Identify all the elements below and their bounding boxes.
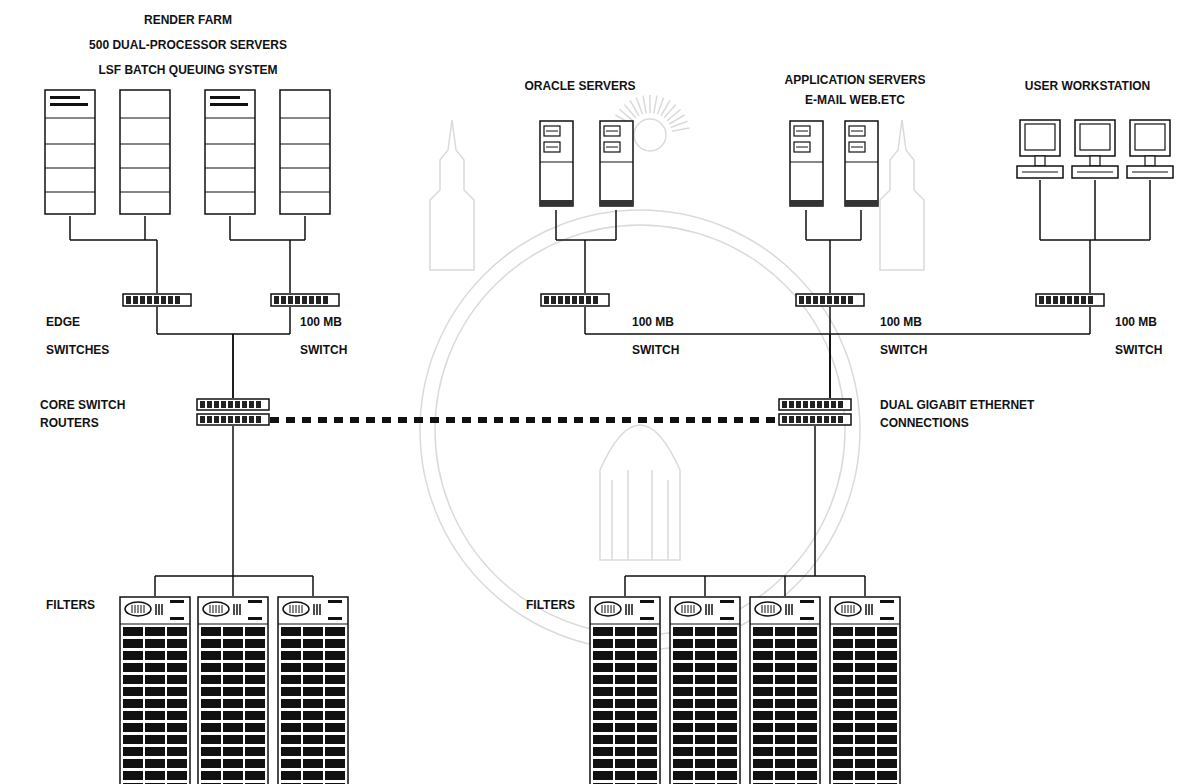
- oracle-servers: ORACLE SERVERS: [535, 118, 640, 210]
- filter-rack-group: FILTERS: [118, 596, 352, 784]
- node-label: 100 MB SWITCH: [632, 308, 694, 364]
- edge-switch: EDGE SWITCHES: [122, 293, 192, 307]
- label-group: CORE SWITCH ROUTERS: [40, 396, 155, 432]
- application-servers: APPLICATION SERVERSE-MAIL WEB.ETC: [785, 118, 885, 210]
- label-group: EDGE SWITCHES: [46, 308, 120, 364]
- node-label: 100 MB SWITCH: [880, 308, 942, 364]
- node-label: DUAL GIGABIT ETHERNET CONNECTIONS: [880, 396, 1090, 432]
- filter-rack-group: FILTERS: [588, 596, 902, 784]
- core-router-drawing: [196, 398, 270, 426]
- user-workstations: USER WORKSTATION: [1015, 118, 1175, 180]
- label-group: 100 MB SWITCH: [632, 308, 694, 364]
- node-label: FILTERS: [46, 596, 112, 614]
- node-label: CORE SWITCH ROUTERS: [40, 396, 155, 432]
- network-link: [806, 210, 861, 293]
- node-label: E-MAIL WEB.ETC: [770, 90, 940, 110]
- node-label: LSF BATCH QUEUING SYSTEM: [40, 58, 336, 83]
- network-link: [556, 210, 616, 293]
- edge-switch: 100 MB SWITCH: [270, 293, 340, 307]
- label-group: RENDER FARM500 DUAL-PROCESSOR SERVERSLSF…: [40, 8, 336, 83]
- node-label: APPLICATION SERVERS: [770, 70, 940, 90]
- node-label: FILTERS: [526, 596, 586, 614]
- render-farm: RENDER FARM500 DUAL-PROCESSOR SERVERSLSF…: [40, 88, 336, 216]
- network-link: [625, 426, 865, 596]
- core-router-drawing: [778, 398, 852, 426]
- network-switch-drawing: [795, 293, 865, 307]
- oracle-servers-drawing: [535, 118, 640, 210]
- network-link: [157, 307, 233, 398]
- edge-switch-drawing: [270, 293, 340, 307]
- application-servers-drawing: [785, 118, 885, 210]
- label-group: APPLICATION SERVERSE-MAIL WEB.ETC: [770, 70, 940, 110]
- network-link: [830, 307, 1090, 398]
- label-group: FILTERS: [46, 596, 112, 614]
- filter-rack-group-drawing: [118, 596, 352, 784]
- label-group: 100 MB SWITCH: [300, 308, 362, 364]
- label-group: DUAL GIGABIT ETHERNET CONNECTIONS: [880, 396, 1090, 432]
- network-link: [233, 307, 290, 398]
- label-group: ORACLE SERVERS: [500, 77, 660, 95]
- network-switch: 100 MB SWITCH: [1035, 293, 1105, 307]
- network-link: [1040, 180, 1150, 293]
- label-group: 100 MB SWITCH: [880, 308, 942, 364]
- network-link: [70, 216, 157, 293]
- node-label: EDGE SWITCHES: [46, 308, 120, 364]
- edge-switch-drawing: [122, 293, 192, 307]
- label-group: 100 MB SWITCH: [1115, 308, 1177, 364]
- network-switch: 100 MB SWITCH: [540, 293, 610, 307]
- render-farm-drawing: [40, 88, 336, 216]
- user-workstations-drawing: [1015, 118, 1175, 180]
- label-group: FILTERS: [526, 596, 586, 614]
- network-link: [230, 216, 305, 293]
- network-link: [270, 417, 778, 423]
- network-switch: 100 MB SWITCH: [795, 293, 865, 307]
- node-label: ORACLE SERVERS: [500, 77, 660, 95]
- node-label: 100 MB SWITCH: [1115, 308, 1177, 364]
- core-router: CORE SWITCH ROUTERS: [196, 398, 270, 426]
- network-switch-drawing: [540, 293, 610, 307]
- core-router: DUAL GIGABIT ETHERNET CONNECTIONS: [778, 398, 852, 426]
- network-switch-drawing: [1035, 293, 1105, 307]
- node-label: USER WORKSTATION: [1005, 77, 1170, 95]
- network-link: [585, 307, 830, 398]
- node-label: 500 DUAL-PROCESSOR SERVERS: [40, 33, 336, 58]
- node-label: RENDER FARM: [40, 8, 336, 33]
- node-label: 100 MB SWITCH: [300, 308, 362, 364]
- filter-rack-group-drawing: [588, 596, 902, 784]
- label-group: USER WORKSTATION: [1005, 77, 1170, 95]
- network-link: [155, 426, 313, 596]
